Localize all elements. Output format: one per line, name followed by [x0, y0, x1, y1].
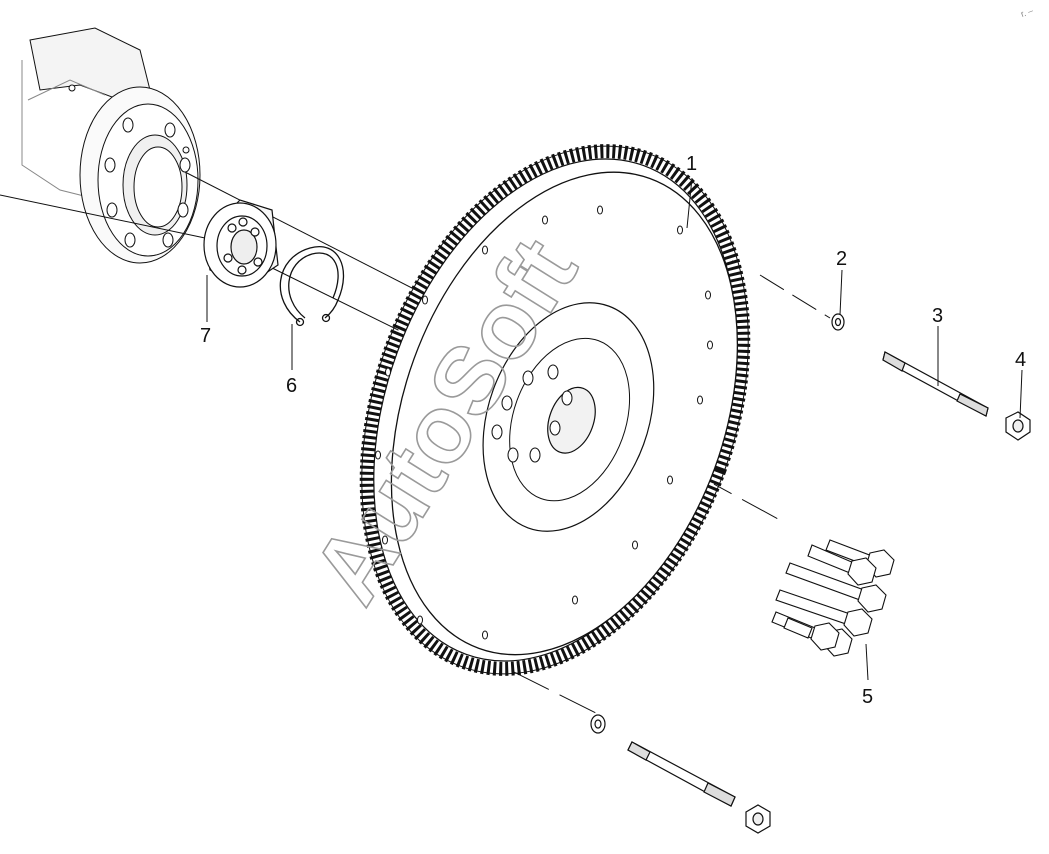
nut-upper	[1005, 411, 1031, 441]
nut-lower	[745, 804, 771, 834]
crankshaft-end	[21, 27, 201, 264]
stud-upper	[882, 351, 989, 417]
washer-lower	[590, 714, 606, 734]
bolt	[807, 544, 877, 586]
flywheel-hub-bolt-holes	[491, 364, 573, 463]
snap-ring	[279, 246, 345, 327]
washer-upper	[831, 313, 845, 331]
callout-5: 5	[862, 686, 873, 708]
callout-7: 7	[200, 325, 211, 347]
callout-2: 2	[836, 248, 847, 270]
callout-6: 6	[286, 375, 297, 397]
crank-bolt-holes	[68, 84, 191, 248]
flywheel-rim-holes	[375, 205, 713, 640]
bearing-balls	[223, 217, 263, 275]
bolt	[775, 589, 873, 637]
callout-1: 1	[686, 153, 697, 175]
flywheel	[359, 144, 751, 676]
bolt	[785, 562, 887, 613]
corner-mark: r. –	[1019, 5, 1034, 19]
callout-3: 3	[932, 305, 943, 327]
bolt	[783, 617, 840, 651]
leader-lines	[206, 177, 1023, 681]
pilot-bearing	[203, 199, 279, 288]
callout-4: 4	[1015, 349, 1026, 371]
stud-lower	[627, 741, 736, 807]
flywheel-bolt-set	[771, 539, 895, 657]
